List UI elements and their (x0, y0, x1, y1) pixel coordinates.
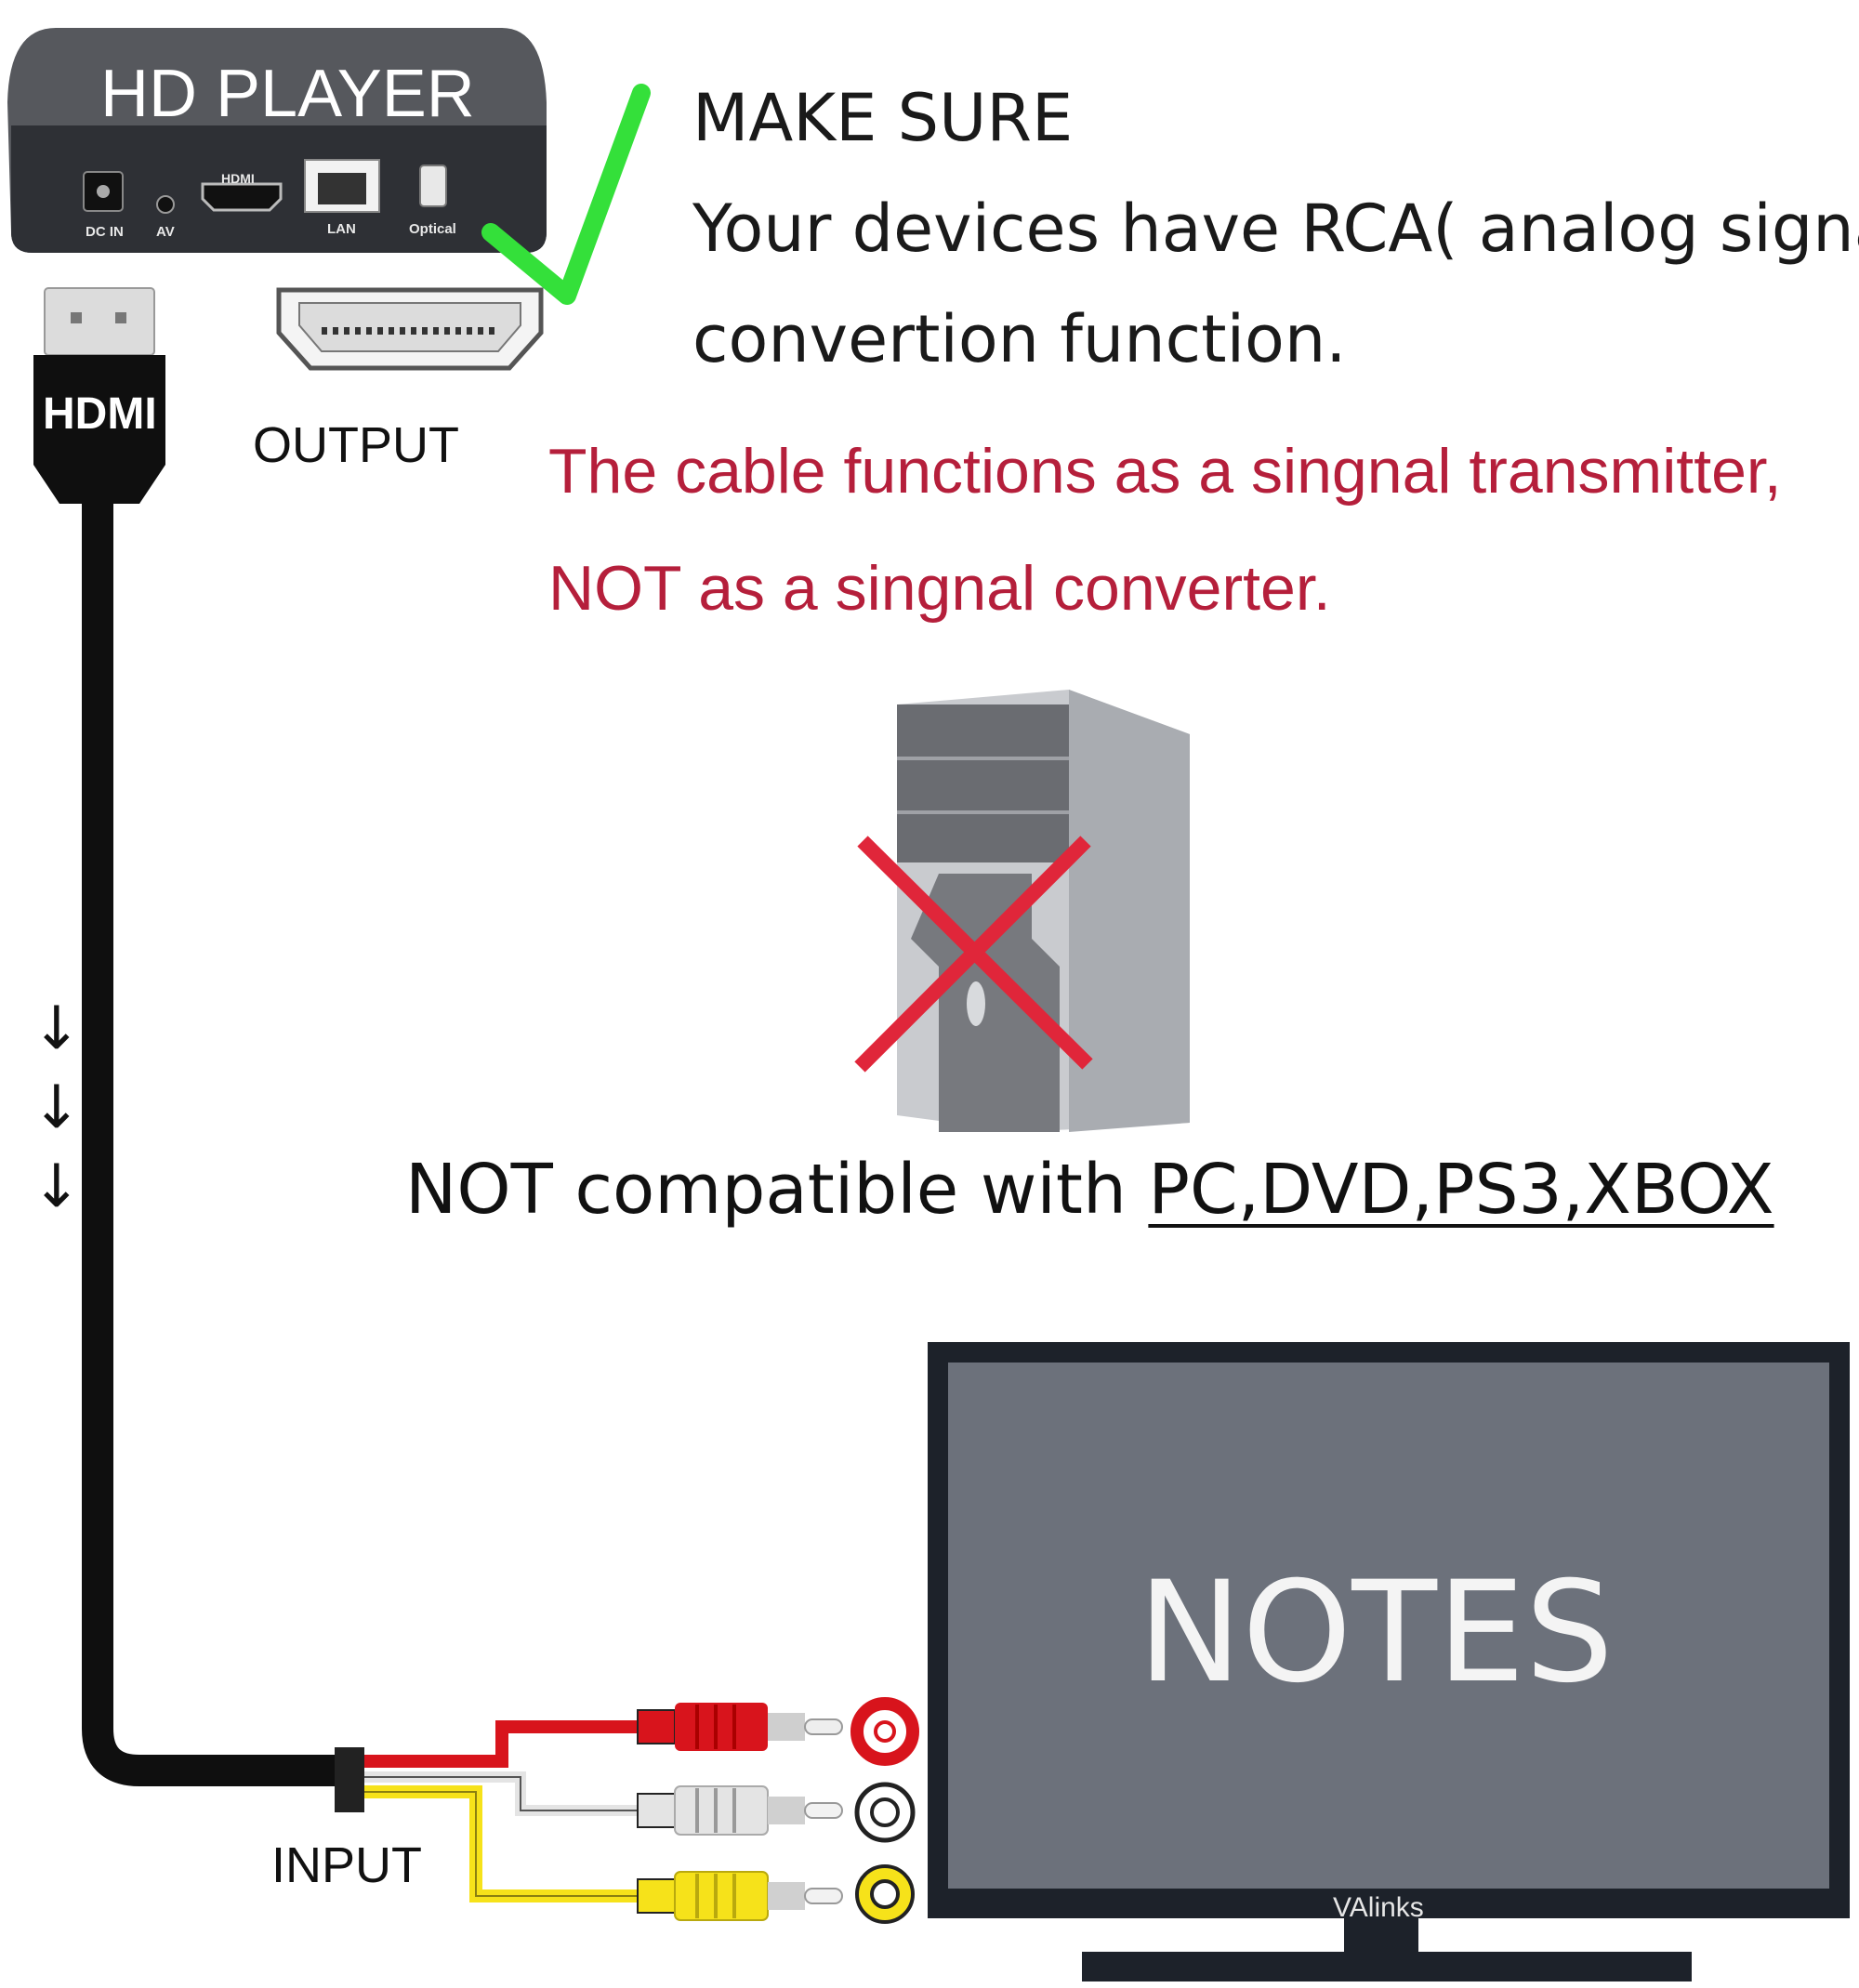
rca-cables (364, 1697, 919, 1924)
notice-line-2: convertion function. (692, 301, 1347, 377)
notice-line-1: Your devices have RCA( analog signal) (692, 191, 1859, 267)
port-label-dc-in: DC IN (86, 224, 124, 240)
warning-line-1: The cable functions as a singnal transmi… (548, 436, 1782, 507)
television (928, 1342, 1850, 1981)
port-label-av: AV (156, 224, 175, 240)
incompatible-devices: PC,DVD,PS3,XBOX (1148, 1150, 1774, 1230)
warning-line-2: NOT as a singnal converter. (548, 553, 1331, 624)
notice-heading: MAKE SURE (692, 80, 1074, 156)
pc-tower-icon (897, 690, 1190, 1132)
port-label-lan: LAN (327, 221, 356, 237)
input-label: INPUT (271, 1837, 422, 1893)
compatibility-note: NOT compatible with PC,DVD,PS3,XBOX (405, 1150, 1774, 1230)
flow-arrow-icon: ↓ (32, 994, 82, 1063)
flow-arrow-icon: ↓ (32, 1152, 82, 1221)
hdmi-cable (33, 287, 364, 1812)
output-label: OUTPUT (253, 417, 459, 473)
checkmark-icon (481, 84, 651, 305)
hdmi-plug-label: HDMI (43, 389, 157, 439)
hd-player-device (7, 28, 547, 253)
tv-brand: VAlinks (1333, 1892, 1424, 1923)
port-label-hdmi: HDMI (221, 171, 255, 186)
tv-screen-text: NOTES (1138, 1552, 1614, 1714)
device-name: HD PLAYER (100, 57, 475, 131)
flow-arrow-icon: ↓ (32, 1073, 82, 1142)
hdmi-output-socket (276, 287, 544, 371)
cross-icon (854, 836, 1093, 1073)
compatibility-prefix: NOT compatible with (405, 1150, 1149, 1230)
port-label-optical: Optical (409, 221, 456, 237)
